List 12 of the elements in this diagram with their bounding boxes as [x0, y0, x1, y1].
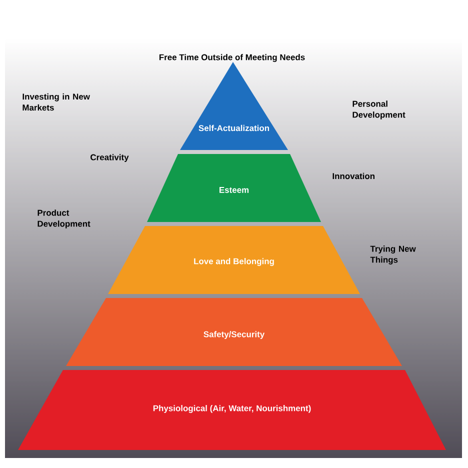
side-label: Investing in New Markets	[22, 93, 90, 111]
pyramid-layer: Physiological (Air, Water, Nourishment)	[18, 370, 446, 450]
pyramid-layer: Self-Actualization	[180, 62, 288, 150]
side-label: Innovation	[332, 172, 374, 180]
title: Free Time Outside of Meeting Needs	[159, 54, 305, 62]
side-label: Creativity	[90, 154, 129, 162]
side-label: Trying New Things	[370, 246, 416, 264]
side-label: Product Development	[38, 210, 90, 228]
pyramid-layer: Love and Belonging	[108, 226, 360, 294]
pyramid-layer: Esteem	[147, 154, 321, 222]
pyramid-layer: Safety/Security	[66, 298, 402, 366]
side-label: Personal Development	[352, 100, 406, 120]
